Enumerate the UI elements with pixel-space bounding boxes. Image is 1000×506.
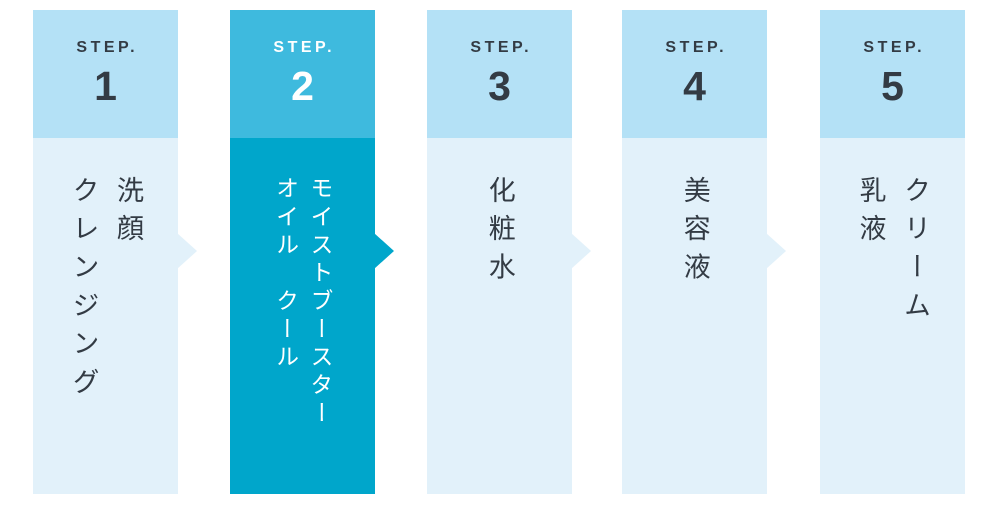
step-label: STEP. — [470, 39, 533, 56]
step-body-3: 化粧水 — [427, 138, 572, 494]
step-product-name: モイストブースター オイル クール — [272, 176, 334, 429]
step-column-5: STEP. 5 クリーム 乳液 — [820, 10, 965, 494]
next-step-arrow-icon — [571, 233, 591, 269]
step-header-2: STEP. 2 — [230, 10, 375, 138]
step-header-5: STEP. 5 — [820, 10, 965, 138]
step-header-3: STEP. 3 — [427, 10, 572, 138]
next-step-arrow-icon — [766, 233, 786, 269]
step-header-4: STEP. 4 — [622, 10, 767, 138]
step-body-1: 洗顔 クレンジング — [33, 138, 178, 494]
next-step-arrow-icon — [374, 233, 394, 269]
step-number: 1 — [94, 63, 117, 109]
step-label: STEP. — [76, 39, 139, 56]
step-column-3: STEP. 3 化粧水 — [427, 10, 591, 494]
step-product-name: 美容液 — [679, 176, 710, 292]
step-product-name: クリーム 乳液 — [855, 176, 931, 330]
next-step-arrow-icon — [177, 233, 197, 269]
step-number: 3 — [488, 63, 511, 109]
step-column-1: STEP. 1 洗顔 クレンジング — [33, 10, 197, 494]
step-number: 2 — [291, 63, 314, 109]
step-label: STEP. — [273, 39, 336, 56]
step-body-4: 美容液 — [622, 138, 767, 494]
step-body-2: モイストブースター オイル クール — [230, 138, 375, 494]
step-column-2-active: STEP. 2 モイストブースター オイル クール — [230, 10, 394, 494]
step-label: STEP. — [665, 39, 728, 56]
step-body-5: クリーム 乳液 — [820, 138, 965, 494]
step-header-1: STEP. 1 — [33, 10, 178, 138]
step-product-name: 化粧水 — [484, 176, 515, 292]
step-product-name: 洗顔 クレンジング — [68, 176, 144, 407]
step-number: 5 — [881, 63, 904, 109]
step-label: STEP. — [863, 39, 926, 56]
step-number: 4 — [683, 63, 706, 109]
step-column-4: STEP. 4 美容液 — [622, 10, 786, 494]
